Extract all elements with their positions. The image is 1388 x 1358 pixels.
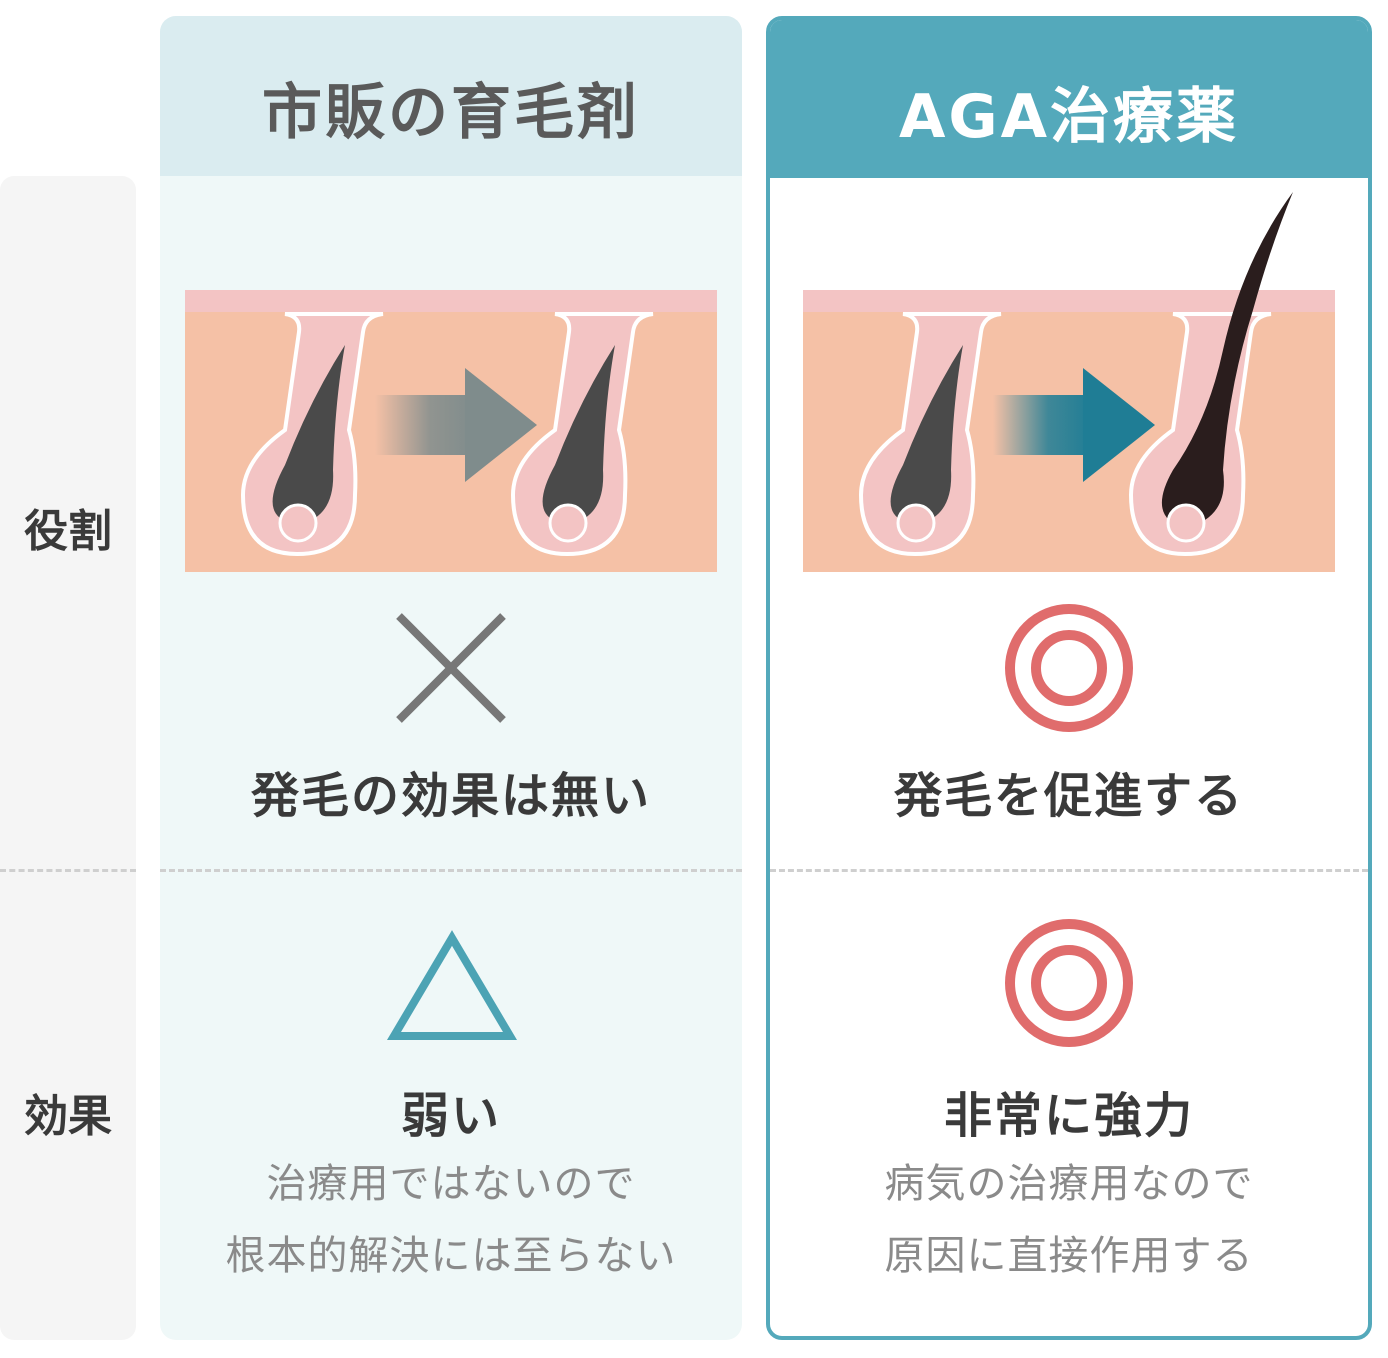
effect-description-line: 原因に直接作用する [884, 1233, 1254, 1279]
effect-description-line: 治療用ではないので [266, 1161, 636, 1207]
triangle-icon [386, 930, 518, 1040]
hair-follicle-illustration [803, 192, 1335, 572]
effect-verdict-text: 弱い [400, 1088, 501, 1144]
column-header: 市販の育毛剤 [160, 16, 742, 176]
row-label-effect: 効果 [24, 1091, 112, 1142]
column-hair-tonic: 市販の育毛剤 [160, 16, 742, 1340]
effect-description: 病気の治療用なので 原因に直接作用する [770, 1148, 1368, 1292]
row-divider [770, 869, 1368, 872]
effect-description: 治療用ではないので 根本的解決には至らない [160, 1148, 742, 1292]
row-label-column [0, 176, 136, 1340]
row-label-role: 役割 [24, 506, 112, 557]
column-header: AGA治療薬 [770, 20, 1368, 178]
double-circle-icon [1005, 604, 1133, 732]
row-divider [160, 869, 742, 872]
hair-follicle-illustration [185, 290, 717, 572]
column-title: AGA治療薬 [898, 82, 1240, 152]
double-circle-icon [1005, 919, 1133, 1047]
effect-description-line: 根本的解決には至らない [225, 1233, 677, 1279]
row-divider [0, 869, 136, 872]
cross-icon [396, 613, 506, 723]
role-verdict-text: 発毛の効果は無い [250, 768, 651, 824]
role-verdict-text: 発毛を促進する [893, 768, 1244, 824]
effect-verdict-text: 非常に強力 [943, 1088, 1194, 1144]
effect-description-line: 病気の治療用なので [884, 1161, 1254, 1207]
column-title: 市販の育毛剤 [262, 78, 640, 148]
